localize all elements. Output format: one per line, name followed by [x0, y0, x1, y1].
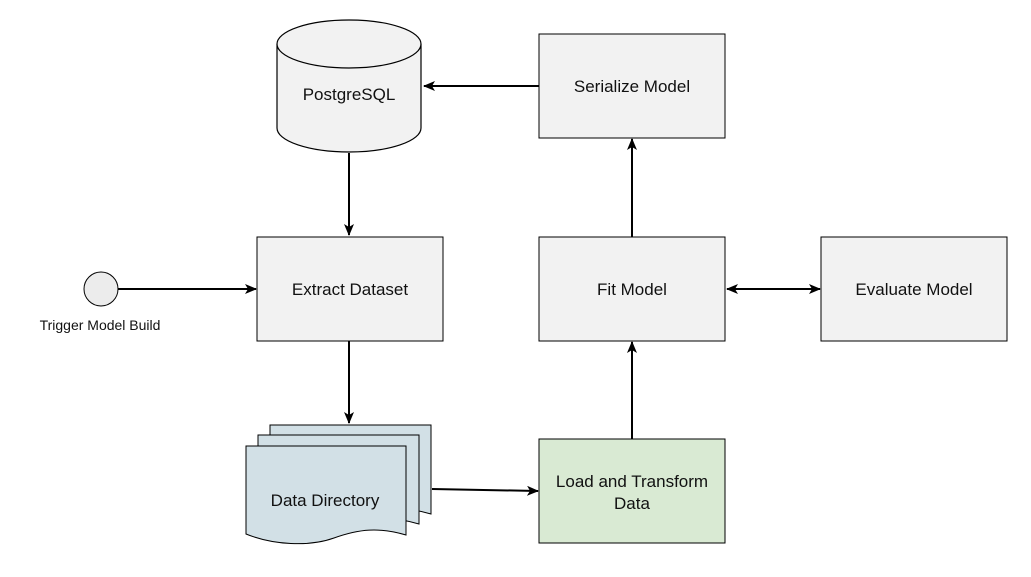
serialize-model-box	[538, 33, 726, 139]
start-event-circle	[83, 271, 119, 307]
fit-model-node[interactable]: Fit Model	[538, 236, 726, 342]
evaluate-model-box	[820, 236, 1008, 342]
trigger-model-build-event[interactable]: Trigger Model Build	[40, 271, 161, 333]
load-transform-label-line2: Data	[614, 494, 650, 513]
data-directory-node[interactable]: Data Directory	[245, 424, 432, 545]
load-transform-box	[538, 438, 726, 544]
extract-dataset-label: Extract Dataset	[292, 280, 408, 299]
arrow-data-directory-to-load	[431, 485, 539, 496]
data-directory-label: Data Directory	[271, 491, 380, 510]
connectors	[118, 81, 821, 496]
cylinder-top	[276, 19, 422, 69]
cylinder-body	[276, 44, 422, 153]
trigger-label: Trigger Model Build	[40, 317, 161, 333]
serialize-model-node[interactable]: Serialize Model	[538, 33, 726, 139]
postgresql-label: PostgreSQL	[303, 85, 396, 104]
evaluate-model-label: Evaluate Model	[855, 280, 972, 299]
fit-model-box	[538, 236, 726, 342]
serialize-model-label: Serialize Model	[574, 77, 690, 96]
document-sheet-front	[245, 445, 407, 545]
load-transform-label-line1: Load and Transform	[556, 472, 708, 491]
load-transform-node[interactable]: Load and Transform Data	[538, 438, 726, 544]
postgresql-database[interactable]: PostgreSQL	[276, 19, 422, 153]
fit-model-label: Fit Model	[597, 280, 667, 299]
evaluate-model-node[interactable]: Evaluate Model	[820, 236, 1008, 342]
extract-dataset-node[interactable]: Extract Dataset	[256, 236, 444, 342]
